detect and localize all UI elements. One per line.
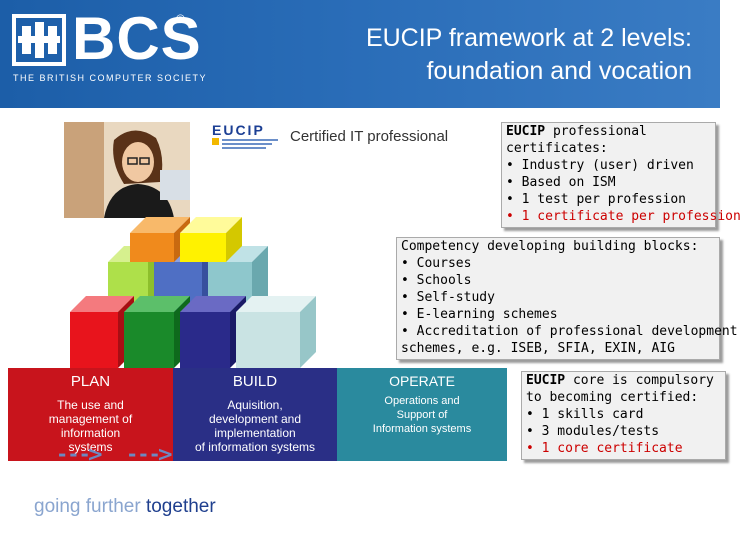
core-box-heading: EUCIP [526, 373, 566, 388]
operate-line: Information systems [372, 423, 472, 435]
professional-certificates-box: EUCIP professional certificates: • Indus… [501, 122, 741, 228]
tagline: going further together [34, 496, 216, 518]
competency-building-blocks-box: Competency developing building blocks: •… [396, 237, 738, 360]
competency-box-line: • Schools [401, 273, 472, 288]
professional-box-item: • Based on ISM [506, 175, 616, 190]
core-box-heading-rest: core is compulsory [565, 373, 714, 388]
professional-box-heading: EUCIP [506, 124, 546, 139]
build-line: implementation [214, 426, 296, 440]
plan-line: The use and [57, 398, 124, 412]
eucip-logo-text: EUCIP [212, 122, 265, 138]
operate-title: OPERATE [389, 373, 455, 389]
competency-box-line: • Self-study [401, 290, 495, 305]
slide-title: EUCIP framework at 2 levels: foundation … [272, 22, 692, 88]
block-yellow [180, 217, 242, 262]
eucip-logo: EUCIP [212, 122, 278, 149]
bcs-logo-text: BCS [72, 5, 202, 72]
competency-box-line: • Courses [401, 256, 472, 271]
build-column: BUILD Aquisition, development and implem… [173, 368, 337, 461]
plan-line: systems [68, 440, 113, 454]
professional-box-line: certificates: [506, 141, 608, 156]
header-banner [0, 0, 720, 108]
tagline-part-2: together [140, 496, 216, 517]
build-line: Aquisition, [227, 398, 283, 412]
plan-line: management of [48, 412, 133, 426]
block-light-teal [236, 296, 316, 368]
slide-title-line-1: EUCIP framework at 2 levels: [365, 24, 692, 52]
plan-column: PLAN The use and management of informati… [8, 368, 173, 461]
registered-mark: ® [176, 12, 185, 26]
operate-column: OPERATE Operations and Support of Inform… [337, 368, 507, 461]
core-box-item: • 3 modules/tests [526, 424, 660, 439]
professional-box-item: • 1 certificate per profession [506, 209, 741, 224]
dashed-arrow-icon: - - -> [128, 442, 174, 466]
dashed-arrow-icon: - - -> [58, 442, 104, 466]
block-green [124, 296, 190, 368]
bcs-logo-subtitle: THE BRITISH COMPUTER SOCIETY [13, 73, 208, 83]
tagline-part-1: going further [34, 496, 141, 517]
build-description: Aquisition, development and implementati… [173, 398, 337, 454]
bcs-shield-icon [12, 14, 66, 66]
operate-description: Operations and Support of Information sy… [337, 394, 507, 436]
operate-line: Operations and [384, 395, 460, 407]
professional-box-heading-rest: professional [545, 124, 647, 139]
woman-at-computer-photo [64, 122, 190, 218]
competency-box-line: • E-learning schemes [401, 307, 558, 322]
core-box-item: • 1 core certificate [526, 441, 683, 456]
build-line: development and [208, 412, 302, 426]
eucip-core-box: EUCIP core is compulsory to becoming cer… [521, 371, 726, 460]
core-box-line: to becoming certified: [526, 390, 699, 405]
build-line: of information systems [194, 440, 316, 454]
plan-title: PLAN [70, 373, 111, 390]
competency-box-line: Competency developing building blocks: [401, 239, 699, 254]
professional-box-item: • 1 test per profession [506, 192, 687, 207]
plan-line: information [60, 426, 121, 440]
core-box-item: • 1 skills card [526, 407, 644, 422]
certified-it-professional-label: Certified IT professional [290, 128, 449, 145]
plan-description: The use and management of information sy… [8, 398, 173, 454]
professional-box-item: • Industry (user) driven [506, 158, 694, 173]
competency-box-line: schemes, e.g. ISEB, SFIA, EXIN, AIG [401, 341, 675, 356]
building-blocks-illustration [70, 217, 316, 368]
competency-box-line: • Accreditation of professional developm… [401, 324, 738, 339]
operate-line: Support of [396, 409, 448, 421]
build-title: BUILD [232, 373, 278, 390]
slide-title-line-2: foundation and vocation [426, 57, 693, 85]
